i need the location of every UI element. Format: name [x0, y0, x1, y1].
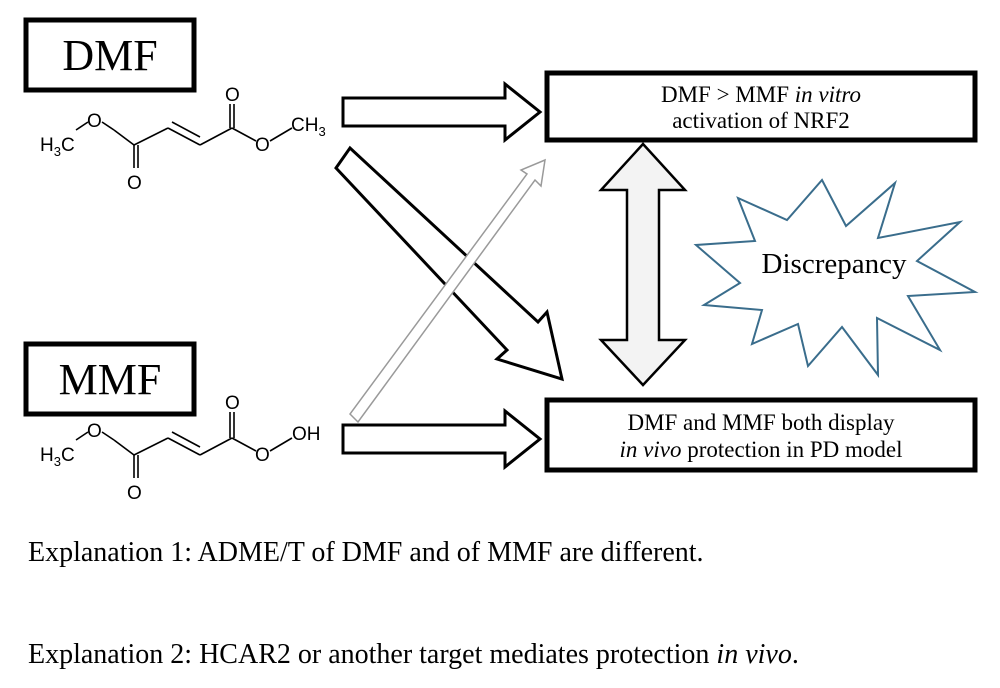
discrepancy-label: Discrepancy — [762, 248, 907, 280]
dmf-label: DMF — [62, 31, 157, 80]
mmf-ester-oxygen: O — [87, 421, 102, 442]
dmf-label-box: DMF — [23, 17, 197, 93]
mmf-left-methyl: H3C — [40, 445, 75, 469]
mmf-label-box: MMF — [23, 341, 197, 417]
in-vitro-outcome-box: DMF > MMF in vitro activation of NRF2 — [544, 70, 978, 143]
mmf-label: MMF — [59, 355, 162, 404]
dmf-to-in-vivo-diagonal-arrow — [334, 145, 565, 382]
dmf-ester-oxygen-right: O — [255, 135, 270, 156]
dmf-atoms: H3C O O O O CH3 — [40, 85, 326, 194]
in-vivo-line1: DMF and MMF both display — [627, 410, 895, 435]
dmf-ester-oxygen-left: O — [87, 111, 102, 132]
discrepancy-double-arrow — [598, 142, 688, 387]
in-vivo-outcome-box: DMF and MMF both display in vivo protect… — [544, 397, 978, 473]
mmf-peroxy-oxygen: O — [255, 445, 270, 466]
dmf-carbonyl-oxygen-left: O — [127, 173, 142, 194]
mmf-to-in-vivo-arrow — [341, 407, 543, 471]
mmf-carbonyl-oxygen-right: O — [225, 393, 240, 414]
dmf-left-methyl: H3C — [40, 135, 75, 159]
explanation-2: Explanation 2: HCAR2 or another target m… — [28, 639, 799, 670]
dmf-right-methyl: CH3 — [291, 115, 326, 139]
mmf-structure — [75, 412, 293, 478]
dmf-carbonyl-oxygen-right: O — [225, 85, 240, 106]
mmf-atoms: H3C O O O O OH — [40, 393, 321, 504]
in-vivo-line2: in vivo protection in PD model — [620, 437, 903, 462]
mmf-hydroxyl: OH — [292, 424, 321, 445]
explanation-1: Explanation 1: ADME/T of DMF and of MMF … — [28, 537, 704, 568]
mmf-carbonyl-oxygen-left: O — [127, 483, 142, 504]
in-vitro-line2: activation of NRF2 — [672, 108, 850, 133]
dmf-to-in-vitro-arrow — [341, 80, 543, 144]
dmf-structure — [75, 104, 293, 168]
mmf-to-in-vitro-faint-arrow — [349, 158, 546, 424]
in-vitro-line1: DMF > MMF in vitro — [661, 82, 861, 107]
discrepancy-starburst: Discrepancy — [693, 178, 979, 379]
